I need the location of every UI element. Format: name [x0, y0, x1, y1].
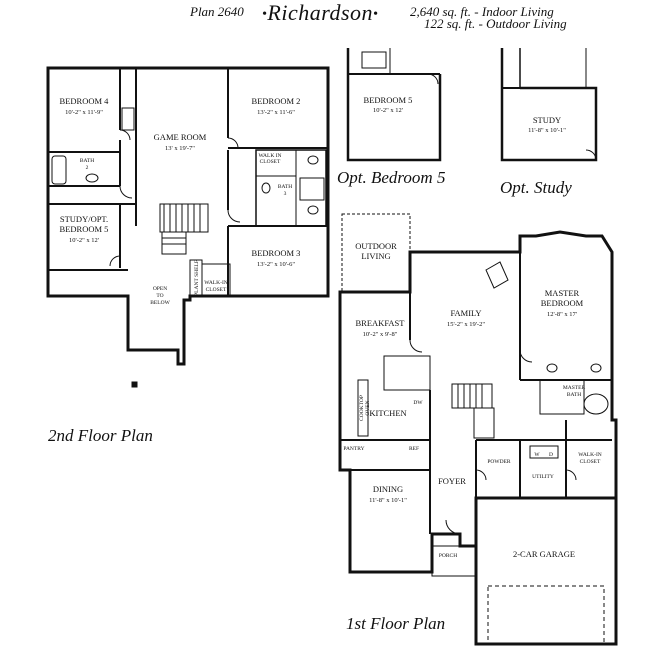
- label-walkin-1f-b: CLOSET: [580, 459, 601, 465]
- dim-breakfast: 10'-2" x 9'-8": [363, 331, 398, 338]
- label-opt-study: STUDY: [533, 115, 561, 125]
- second-floor-walls: [46, 66, 330, 388]
- label-opt-bedroom5: BEDROOM 5: [364, 95, 413, 105]
- bullet-right-icon: •: [373, 6, 379, 22]
- label-dryer: D: [549, 452, 553, 458]
- label-walkin-2f-b: CLOSET: [206, 287, 227, 293]
- dim-master-bedroom: 12'-8" x 17': [547, 311, 577, 318]
- label-plant-shelf: PLANT SHELF: [194, 260, 200, 296]
- label-washer: W: [534, 452, 540, 458]
- label-bath3: BATH: [278, 184, 292, 190]
- caption-second-floor: 2nd Floor Plan: [48, 426, 153, 445]
- label-kitchen: KITCHEN: [369, 408, 406, 418]
- label-bedroom2: BEDROOM 2: [252, 96, 301, 106]
- label-foyer: FOYER: [438, 476, 466, 486]
- label-below: BELOW: [150, 300, 170, 306]
- label-powder: POWDER: [487, 459, 511, 465]
- label-bedroom3: BEDROOM 3: [252, 248, 301, 258]
- label-porch: PORCH: [439, 553, 457, 559]
- label-outdoor: OUTDOOR: [355, 241, 397, 251]
- label-ref: REF: [409, 446, 419, 452]
- label-walkin-closet-2f: WALK IN: [258, 153, 281, 159]
- caption-opt-bedroom5: Opt. Bedroom 5: [337, 168, 446, 187]
- caption-first-floor: 1st Floor Plan: [346, 614, 446, 633]
- label-oven: OVEN: [365, 400, 371, 415]
- outdoor-sqft: 122 sq. ft. - Outdoor Living: [424, 16, 567, 31]
- label-dining: DINING: [373, 484, 403, 494]
- first-floor-walls: [338, 213, 618, 646]
- label-pantry: PANTRY: [343, 446, 364, 452]
- label-walkin-2f: WALK-IN: [204, 280, 228, 286]
- label-utility: UTILITY: [532, 474, 554, 480]
- label-open: OPEN: [153, 286, 167, 292]
- label-bath2: BATH: [80, 158, 94, 164]
- label-bedroom4: BEDROOM 4: [60, 96, 110, 106]
- label-cooktop: COOKTOP: [359, 395, 365, 421]
- dim-bedroom3: 13'-2" x 10'-6": [257, 261, 295, 268]
- label-study-bed5: BEDROOM 5: [60, 224, 109, 234]
- label-master: MASTER: [545, 288, 580, 298]
- label-family: FAMILY: [450, 308, 481, 318]
- indoor-sqft: 2,640 sq. ft. - Indoor Living: [410, 4, 554, 19]
- label-garage: 2-CAR GARAGE: [513, 549, 575, 559]
- label-to: TO: [156, 293, 163, 299]
- dim-bedroom2: 13'-2" x 11'-6": [257, 109, 295, 116]
- dim-bedroom4: 10'-2" x 11'-9": [65, 109, 103, 116]
- label-walkin-1f: WALK-IN: [578, 452, 602, 458]
- opt-bedroom5-walls: [346, 48, 442, 162]
- label-living: LIVING: [361, 251, 390, 261]
- plan-name-block: •Richardson•: [262, 0, 378, 26]
- dim-opt-bedroom5: 10'-2" x 12': [373, 107, 403, 114]
- dim-game-room: 13' x 19'-7": [165, 145, 195, 152]
- plan-number: Plan 2640: [190, 4, 244, 19]
- label-master-bath-b: BATH: [567, 392, 581, 398]
- label-breakfast: BREAKFAST: [356, 318, 406, 328]
- plan-name: Richardson: [267, 0, 374, 25]
- caption-opt-study: Opt. Study: [500, 178, 572, 197]
- label-master-bath: MASTER: [563, 385, 586, 391]
- label-dw: DW: [413, 400, 423, 406]
- label-walkin-closet-2f-b: CLOSET: [260, 159, 281, 165]
- label-bath2-num: 2: [86, 165, 89, 171]
- dim-family: 15'-2" x 19'-2": [447, 321, 485, 328]
- opt-study-walls: [500, 48, 598, 162]
- label-study-opt: STUDY/OPT.: [60, 214, 108, 224]
- dim-study-bed5: 10'-2" x 12': [69, 237, 99, 244]
- dim-dining: 11'-8" x 10'-1": [369, 497, 407, 504]
- label-game-room: GAME ROOM: [154, 132, 207, 142]
- label-master-bedroom: BEDROOM: [541, 298, 584, 308]
- dim-opt-study: 11'-8" x 10'-1": [528, 127, 566, 134]
- bullet-left-icon: •: [262, 6, 268, 22]
- label-bath3-num: 3: [284, 191, 287, 197]
